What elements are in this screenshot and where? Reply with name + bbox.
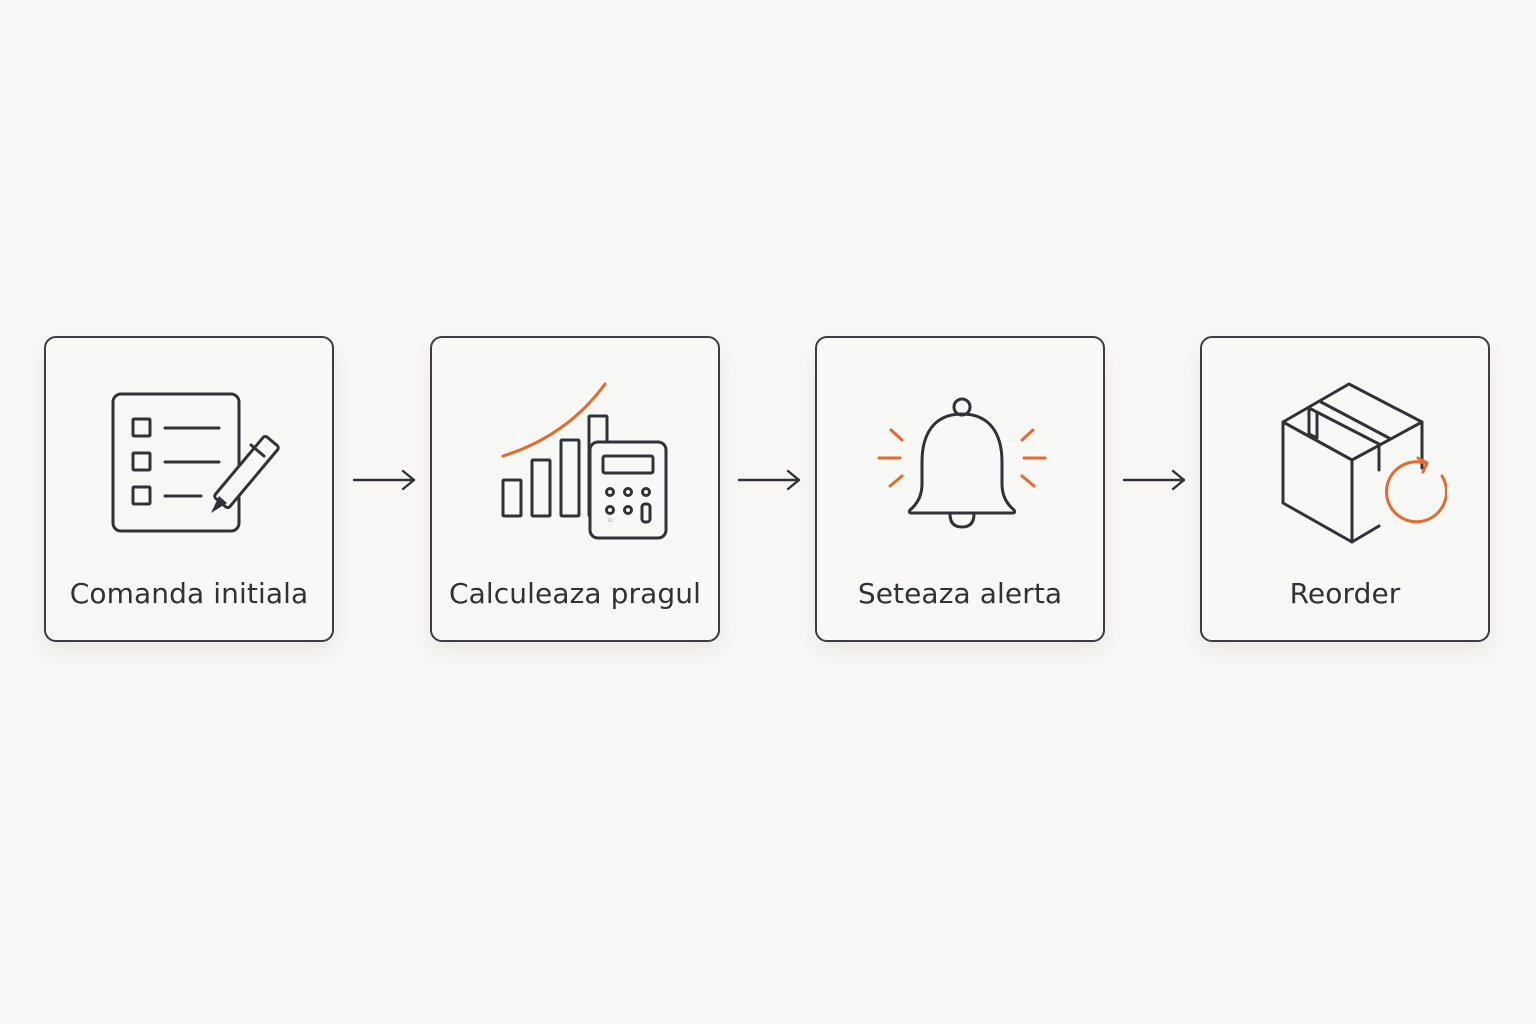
box-refresh-icon [1247,376,1447,576]
step-label: Calculeaza pragul [449,577,701,610]
step-card-set-alert: Seteaza alerta [815,336,1105,642]
arrow-right-icon [737,469,801,491]
arrow-right-icon [352,469,416,491]
step-card-initial-order: Comanda initiala [44,336,334,642]
step-label: Seteaza alerta [857,577,1063,610]
step-card-reorder: Reorder [1200,336,1490,642]
bar-chart-calculator-icon [477,376,677,576]
arrow-right-icon [1122,469,1186,491]
step-label: Reorder [1289,577,1401,610]
checklist-pencil-icon [91,376,291,576]
step-label: Comanda initiala [69,577,309,610]
step-card-calculate-threshold: Calculeaza pragul [430,336,720,642]
bell-alert-icon [862,376,1062,576]
